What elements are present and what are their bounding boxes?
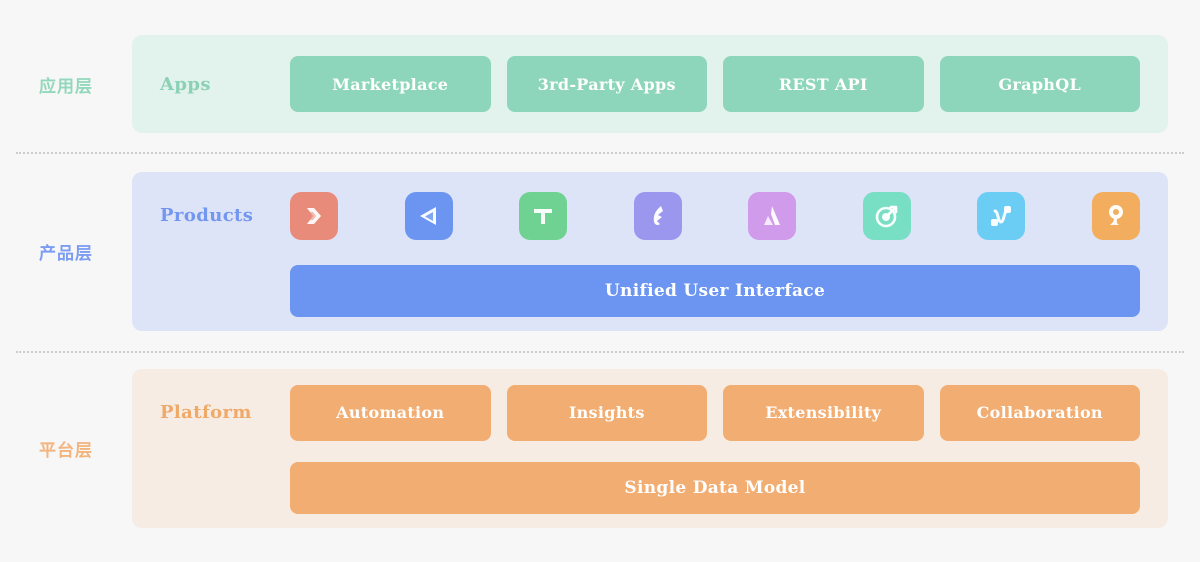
target-arrow-icon[interactable] <box>862 191 911 240</box>
feather-flame-icon[interactable] <box>633 191 682 240</box>
apps-layer-panel: Apps Marketplace 3rd-Party Apps REST API… <box>132 35 1168 133</box>
unified-user-interface-bar[interactable]: Unified User Interface <box>290 264 1140 317</box>
products-icon-row: Products <box>132 177 1168 255</box>
platform-layer-title: Platform <box>160 402 252 423</box>
app-card-marketplace[interactable]: Marketplace <box>290 56 491 112</box>
platform-card-extensibility[interactable]: Extensibility <box>723 384 924 441</box>
apps-layer-title: Apps <box>160 73 211 95</box>
triangle-play-icon[interactable] <box>404 191 453 240</box>
chevron-arrow-icon[interactable] <box>290 191 338 240</box>
product-icon-strip <box>290 191 1168 240</box>
app-card-graphql[interactable]: GraphQL <box>939 56 1140 112</box>
apps-layer-chinese-label: 应用层 <box>39 76 93 97</box>
letter-a-peak-icon[interactable] <box>748 191 797 240</box>
single-data-model-bar[interactable]: Single Data Model <box>290 461 1140 514</box>
products-bar-row: Unified User Interface <box>132 255 1168 327</box>
products-layer-chinese-label: 产品层 <box>39 244 93 264</box>
app-card-third-party-apps[interactable]: 3rd-Party Apps <box>506 56 707 112</box>
platform-layer-row: 平台层 Platform Automation Insights Extensi… <box>0 369 1200 528</box>
platform-card-row: Platform Automation Insights Extensibili… <box>132 374 1168 452</box>
app-card-rest-api[interactable]: REST API <box>723 56 924 112</box>
products-layer-row: 产品层 Products <box>0 172 1200 331</box>
node-connector-icon[interactable] <box>977 191 1026 240</box>
platform-layer-panel: Platform Automation Insights Extensibili… <box>132 369 1168 528</box>
platform-layer-chinese-label: 平台层 <box>39 441 93 461</box>
apps-card-group: Marketplace 3rd-Party Apps REST API Grap… <box>290 56 1168 112</box>
platform-card-group: Automation Insights Extensibility Collab… <box>290 384 1168 441</box>
platform-card-collaboration[interactable]: Collaboration <box>939 384 1140 441</box>
divider-products-platform <box>16 351 1184 353</box>
apps-layer-row: 应用层 Apps Marketplace 3rd-Party Apps REST… <box>0 35 1200 133</box>
divider-apps-products <box>16 152 1184 154</box>
products-layer-title: Products <box>160 205 254 226</box>
products-layer-panel: Products <box>132 172 1168 331</box>
location-pin-icon[interactable] <box>1091 191 1140 240</box>
platform-card-insights[interactable]: Insights <box>506 384 707 441</box>
letter-t-icon[interactable] <box>519 191 568 240</box>
platform-card-automation[interactable]: Automation <box>290 384 491 441</box>
platform-bar-row: Single Data Model <box>132 452 1168 524</box>
